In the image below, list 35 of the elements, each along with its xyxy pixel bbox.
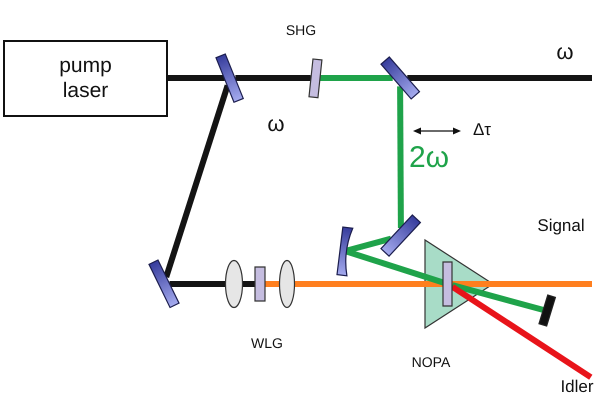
node-label: pump laser — [59, 54, 112, 103]
light-beam — [346, 236, 392, 254]
component-label: WLG — [251, 334, 283, 352]
laser-box — [3, 40, 168, 117]
beam-label: Idler — [560, 377, 594, 397]
light-beam — [163, 84, 230, 278]
beam-dump — [538, 294, 556, 328]
light-beam — [235, 75, 310, 81]
lens — [278, 259, 296, 309]
light-beam — [295, 281, 444, 287]
component-label: NOPA — [412, 354, 450, 370]
light-beam — [243, 281, 255, 287]
delay-label: Δτ — [472, 120, 492, 140]
light-beam — [407, 75, 592, 81]
mirror — [215, 52, 245, 104]
light-beam — [346, 248, 444, 286]
light-beam — [450, 284, 592, 380]
beam-label: Signal — [537, 216, 585, 236]
light-beam — [265, 281, 279, 287]
curved-mirror — [336, 226, 354, 276]
light-beam — [170, 281, 225, 287]
lens — [224, 259, 244, 309]
mirror — [380, 214, 422, 258]
beam-label: ω — [556, 39, 574, 65]
light-beam — [320, 75, 393, 81]
light-beam — [452, 281, 592, 287]
mirror — [380, 56, 420, 100]
light-beam — [397, 86, 404, 228]
beam-label: ω — [267, 111, 285, 137]
component-label: SHG — [286, 22, 316, 38]
beam-label: 2ω — [408, 140, 450, 176]
mirror — [148, 259, 180, 309]
light-beam — [168, 75, 225, 81]
crystal-plate — [442, 261, 454, 307]
light-beam — [452, 282, 544, 313]
